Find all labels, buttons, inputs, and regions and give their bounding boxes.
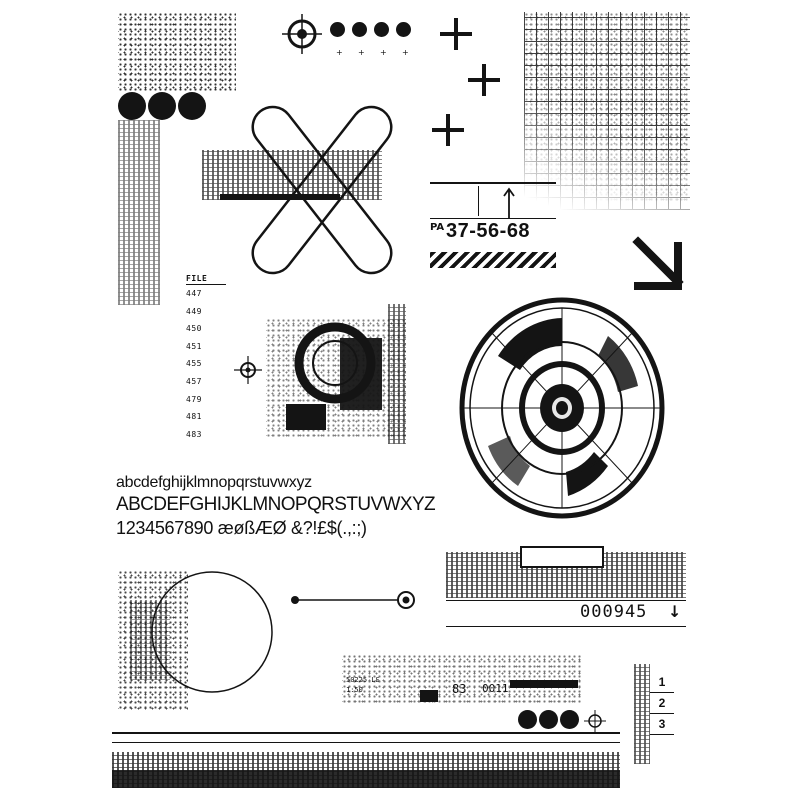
stamp-bar xyxy=(420,690,438,702)
plus-icon: + xyxy=(336,48,343,57)
crosshair-icon xyxy=(584,710,606,732)
bottom-strip-rule xyxy=(112,742,620,743)
grunge-texture-top-left xyxy=(118,12,236,92)
alphabet-uppercase: ABCDEFGHIJKLMNOPQRSTUVWXYZ xyxy=(116,494,436,515)
grunge-block xyxy=(388,304,406,444)
ink-block xyxy=(340,338,382,410)
file-list-item: 479 xyxy=(186,394,202,404)
file-list-item: 457 xyxy=(186,376,202,386)
stamp-num: 83 xyxy=(452,682,467,696)
code-label-number: 37-56-68 xyxy=(446,220,531,242)
target-icon xyxy=(234,356,262,384)
ruler-value: 2 xyxy=(650,693,674,714)
plus-icon: + xyxy=(380,48,387,57)
file-list-item: 481 xyxy=(186,412,202,422)
stamp-bar xyxy=(510,680,578,688)
black-bar xyxy=(220,194,340,200)
ruler-value: 1 xyxy=(650,672,674,693)
plus-icon xyxy=(432,114,464,146)
dot-icon xyxy=(539,710,558,729)
bottom-ink-band xyxy=(112,770,620,788)
dial-graphic xyxy=(459,297,665,519)
dot-icon xyxy=(148,92,176,120)
dot-icon xyxy=(178,92,206,120)
bottom-strip-rule xyxy=(112,732,620,734)
circle-outline xyxy=(151,571,273,693)
file-list-header: FILE xyxy=(186,270,226,285)
line-target-graphic xyxy=(291,591,415,609)
code-label-block: PA 37-56-68 xyxy=(430,182,556,272)
plus-icon xyxy=(440,18,472,50)
dot-icon xyxy=(330,22,345,37)
file-list-item: 455 xyxy=(186,359,202,369)
file-list-item: 450 xyxy=(186,324,202,334)
dot-icon xyxy=(396,22,411,37)
counter-rule-bottom xyxy=(446,626,686,627)
ruler-grunge xyxy=(634,664,650,764)
dot-icon xyxy=(118,92,146,120)
file-list-item: 483 xyxy=(186,429,202,439)
file-list: FILE 447 449 450 451 455 457 479 481 483 xyxy=(186,270,226,443)
code-label-prefix: PA xyxy=(430,222,445,233)
counter-value: 000945 xyxy=(580,602,648,622)
grunge-strip-left xyxy=(118,120,160,305)
dot-icon xyxy=(560,710,579,729)
dot-icon xyxy=(518,710,537,729)
file-list-item: 451 xyxy=(186,341,202,351)
counter-arrow: ↓ xyxy=(668,602,682,621)
crosshair-icon xyxy=(282,14,322,54)
stamp-code: 50225 LS xyxy=(346,676,380,684)
file-list-item: 447 xyxy=(186,289,202,298)
grunge-band xyxy=(202,150,382,200)
stamp-id: 0011 xyxy=(482,682,509,695)
arrow-up-icon xyxy=(503,187,515,218)
counter-rule xyxy=(446,600,686,601)
alphabet-numerals: 1234567890 æøßÆØ &?!£$(.,:;) xyxy=(116,518,367,538)
file-list-item: 449 xyxy=(186,306,202,316)
alphabet-lowercase: abcdefghijklmnopqrstuvwxyz xyxy=(116,474,312,491)
dot-icon xyxy=(374,22,389,37)
ruler-value: 3 xyxy=(650,714,674,735)
plus-icon: + xyxy=(358,48,365,57)
grid-speckle xyxy=(524,12,690,202)
stamp-scale: 1:50 xyxy=(346,686,363,694)
dot-icon xyxy=(352,22,367,37)
counter-box xyxy=(520,546,604,568)
plus-icon xyxy=(468,64,500,96)
ink-block xyxy=(286,404,326,430)
arrow-down-right-icon xyxy=(632,236,684,290)
hatched-bar xyxy=(430,252,556,268)
plus-icon: + xyxy=(402,48,409,57)
stamp-texture xyxy=(342,654,582,704)
dot-row: + + + + xyxy=(330,22,411,62)
ruler: 1 2 3 xyxy=(650,672,674,735)
